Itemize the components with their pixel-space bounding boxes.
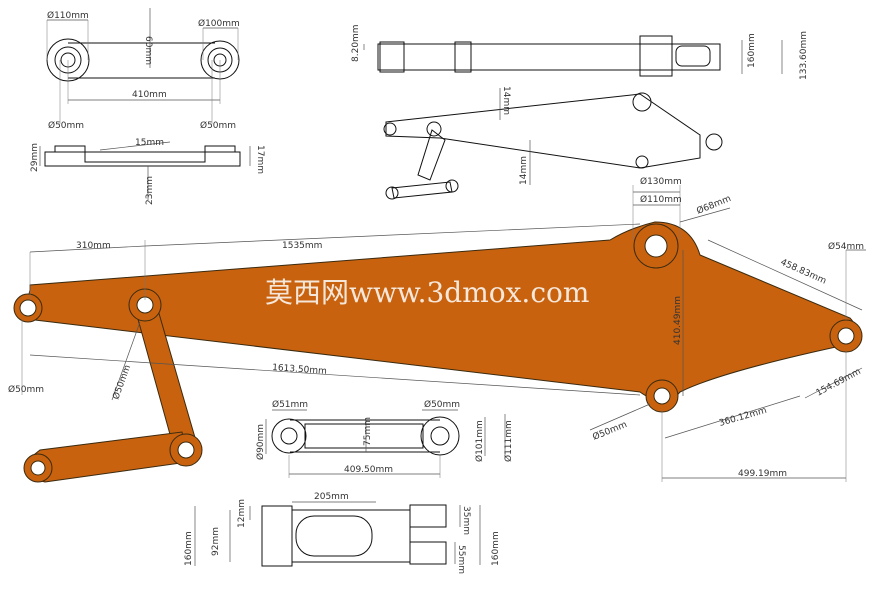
dim-iso-14b: 14mm [519,156,529,185]
dim-bot-160-left: 160mm [184,531,194,566]
dim-bot-35: 35mm [461,506,471,535]
dim-mid-d111: Ø111mm [503,420,514,462]
main-boom-view: 310mm 1535mm Ø50mm Ø50mm 1613.50mm Ø130m… [8,176,866,483]
dim-bot-205: 205mm [314,492,349,502]
dim-mid-d101: Ø101mm [474,420,485,462]
dim-top-d100: Ø100mm [198,18,240,29]
dim-310: 310mm [76,241,111,251]
dim-boom-160: 160mm [747,33,757,68]
dim-bot-92: 92mm [211,527,221,556]
watermark: 莫西网www.3dmox.com [265,276,589,309]
dim-499: 499.19mm [738,469,787,479]
dim-iso-14a: 14mm [501,86,511,115]
dim-1535: 1535mm [282,241,322,251]
dim-boom-820: 8.20mm [351,24,361,62]
dim-d110: Ø110mm [640,194,682,205]
dim-side-15: 15mm [135,138,164,148]
dim-boom-13360: 133.60mm [799,31,809,80]
dim-458: 458.83mm [779,258,828,287]
dim-top-410: 410mm [132,90,167,100]
dim-top-d110: Ø110mm [47,10,89,21]
dim-side-23: 23mm [145,176,155,205]
dim-1613: 1613.50mm [272,363,327,377]
dim-side-17: 17mm [255,145,265,174]
boom-iso-view: 14mm 14mm [383,86,723,200]
dim-mid-d50: Ø50mm [424,399,460,410]
dim-mid-75: 75mm [363,417,373,446]
dim-d130: Ø130mm [640,176,682,187]
dim-d50-left: Ø50mm [8,384,44,395]
dim-d68: Ø68mm [695,193,733,217]
dim-top-60: 60mm [143,36,153,65]
dim-bot-12: 12mm [237,499,247,528]
dim-154: 154.69mm [815,367,863,399]
dim-side-29: 29mm [30,143,40,172]
dim-d54: Ø54mm [828,241,864,252]
dim-d50-link: Ø50mm [110,363,133,401]
dim-top-hole-left: Ø50mm [48,120,84,131]
dim-41049: 410.49mm [673,296,683,345]
dim-bot-55: 55mm [456,545,466,574]
boom-top-view: 8.20mm 160mm 133.60mm [351,24,809,80]
dim-360: 360.12mm [718,406,768,429]
dim-top-hole-right: Ø50mm [200,120,236,131]
top-link-view: Ø110mm Ø100mm 60mm 410mm Ø50mm Ø50mm [46,8,240,131]
dim-mid-d51: Ø51mm [272,399,308,410]
dim-d50-bottom: Ø50mm [591,419,629,443]
mid-link-view: Ø51mm Ø50mm Ø90mm 75mm Ø101mm Ø111mm 409… [255,399,514,478]
dim-bot-160-right: 160mm [491,531,501,566]
bottom-view: 205mm 160mm 92mm 12mm 35mm 160mm 55mm [184,492,501,574]
dim-mid-409: 409.50mm [344,465,393,475]
lower-link [29,431,189,483]
dim-mid-d90: Ø90mm [255,424,266,460]
top-link-side-view: 15mm 29mm 17mm 23mm [30,138,265,205]
